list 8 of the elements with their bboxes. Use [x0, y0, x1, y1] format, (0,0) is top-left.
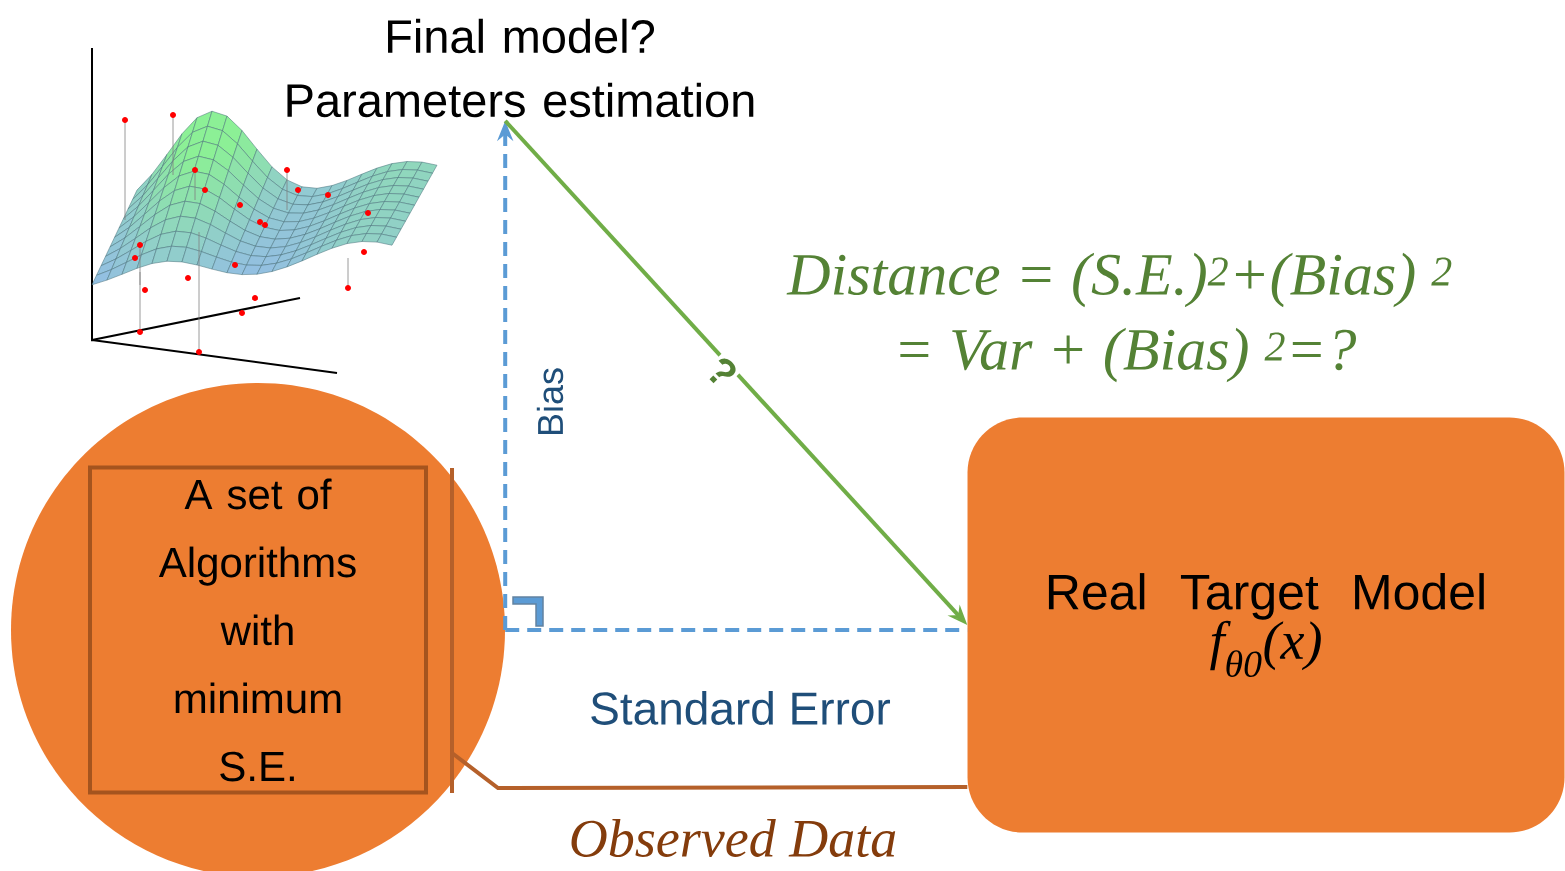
target-model-box: Real Target Model f$_{θ0}$(x)	[967, 417, 1565, 833]
formula-text: Distance = (S.E.)$^{2}$+(Bias) $^{2}$	[786, 252, 1452, 308]
edge-label: Observed Data	[566, 817, 900, 859]
edge-label: Standard Error	[587, 689, 893, 727]
heading-text: Final model? Parameters estimation	[287, 18, 754, 118]
edge-label: Bias	[534, 365, 566, 439]
edge-label: ?	[702, 352, 742, 392]
algorithm-box: A set of Algorithms with minimum S.E.	[88, 465, 428, 795]
